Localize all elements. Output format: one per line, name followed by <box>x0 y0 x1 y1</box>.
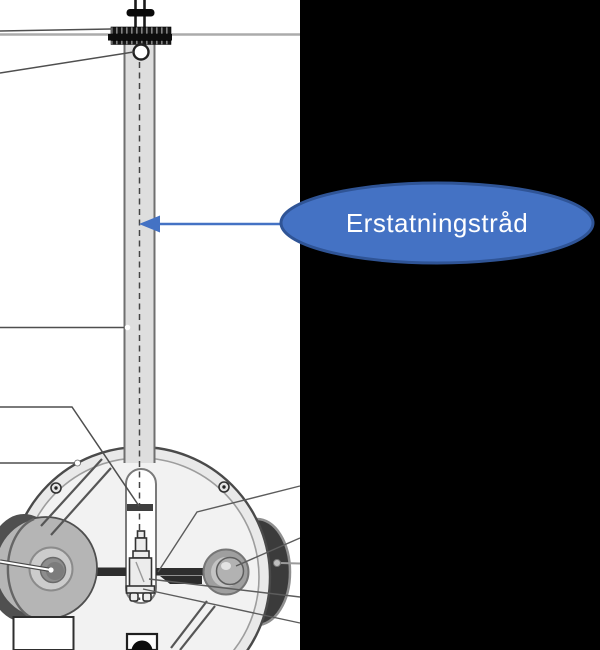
leader-line <box>157 485 301 573</box>
leader-line <box>0 406 140 507</box>
adjustment-knob <box>125 632 159 650</box>
stand-base <box>12 616 75 650</box>
wire-lower-clamp <box>127 504 153 511</box>
screw-icon <box>218 481 230 493</box>
right-ball-mass <box>202 548 250 596</box>
callout-arrow <box>139 215 284 233</box>
callout-label: Erstatningstråd <box>346 208 528 238</box>
collar-nut <box>126 9 155 17</box>
leader-lines <box>0 28 301 624</box>
wheel-spoke <box>179 605 216 650</box>
arrowhead-icon <box>139 215 160 233</box>
callout-ellipse: Erstatningstråd <box>279 181 595 265</box>
leader-line <box>0 51 134 74</box>
leader-line <box>279 562 301 565</box>
leader-line <box>148 578 301 598</box>
wheel-spoke <box>50 467 112 536</box>
pivot-ring <box>132 43 150 61</box>
leader-line <box>142 588 301 624</box>
leader-line <box>0 560 52 571</box>
top-clamp-assembly <box>108 0 172 61</box>
leader-line <box>0 28 112 32</box>
leader-line <box>235 537 301 567</box>
black-panel <box>300 0 600 650</box>
wheel-spoke <box>170 600 208 649</box>
screw-icon <box>50 482 62 494</box>
central-bob <box>125 530 156 602</box>
wheel-spoke <box>40 458 103 527</box>
